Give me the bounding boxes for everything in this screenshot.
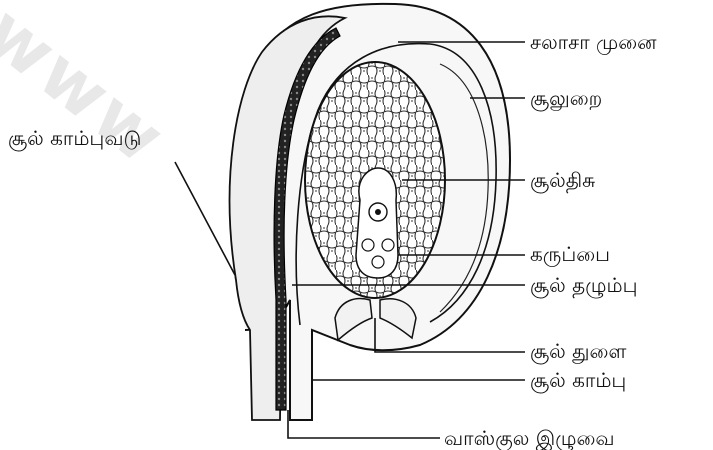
leader-line-funicle-scar xyxy=(175,162,235,275)
label-funiculus: சூல் காம்பு xyxy=(530,370,626,390)
embryo-sac-cell xyxy=(362,239,374,251)
label-nucellus: சூல்திசு xyxy=(530,170,595,190)
label-vascular-strand: வாஸ்குல இழுவை xyxy=(444,428,615,448)
label-funicle-scar: சூல் காம்புவடு xyxy=(8,128,141,148)
embryo-sac-cell xyxy=(382,239,394,251)
label-ovule-body: சூல் தழும்பு xyxy=(530,275,637,295)
label-micropyle: சூல் துளை xyxy=(530,341,626,361)
embryo-sac-cell xyxy=(372,256,384,268)
label-micropyle-tip: சலாசா முனை xyxy=(530,32,657,52)
embryo-sac-nucleus xyxy=(375,209,381,215)
label-integument: சூலுறை xyxy=(530,88,602,108)
label-embryo-sac: கருப்பை xyxy=(530,244,610,264)
